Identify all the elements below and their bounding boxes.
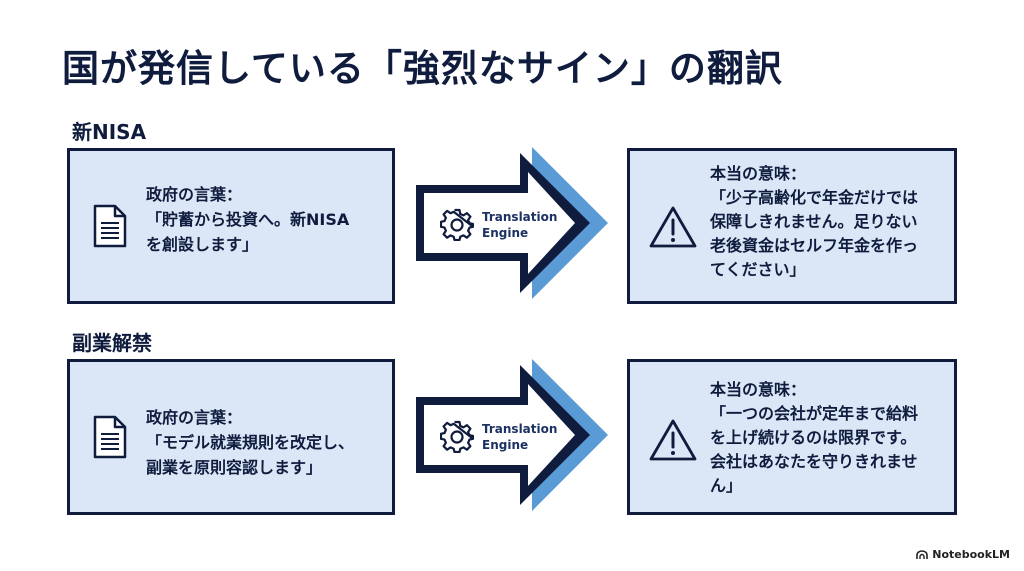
translation-arrow-nisa: Translation Engine: [410, 147, 615, 303]
document-icon: [93, 415, 127, 459]
true-meaning-line: ん」: [710, 476, 743, 495]
true-meaning-line: てください」: [710, 260, 806, 279]
government-words-line: 「モデル就業規則を改定し、: [146, 433, 355, 452]
notebooklm-brand: NotebookLM: [916, 548, 1010, 561]
government-words-line: 「貯蓄から投資へ。新NISA: [146, 210, 350, 229]
brand-label: NotebookLM: [932, 548, 1010, 561]
translation-arrow-side-job: Translation Engine: [410, 359, 615, 515]
government-words-heading: 政府の言葉：: [146, 408, 243, 427]
notebooklm-logo-icon: [916, 549, 929, 559]
government-words-box-side-job: 政府の言葉： 「モデル就業規則を改定し、 副業を原則容認します」: [67, 359, 395, 515]
warning-icon: [649, 206, 697, 248]
government-words-line: を創設します」: [146, 235, 259, 254]
true-meaning-heading: 本当の意味：: [710, 380, 807, 399]
true-meaning-box-side-job: 本当の意味： 「一つの会社が定年まで給料 を上げ続けるのは限界です。 会社はあな…: [627, 359, 957, 515]
slide-title: 国が発信している「強烈なサイン」の翻訳: [62, 47, 783, 90]
true-meaning-line: 「一つの会社が定年まで給料: [710, 404, 919, 423]
government-words-line: 副業を原則容認します」: [146, 458, 323, 477]
gear-icon: [440, 208, 474, 241]
government-words-box-nisa: 政府の言葉： 「貯蓄から投資へ。新NISA を創設します」: [67, 148, 395, 304]
true-meaning-box-nisa: 本当の意味： 「少子高齢化で年金だけでは 保障しきれません。足りない 老後資金は…: [627, 148, 957, 304]
true-meaning-line: 会社はあなたを守りきれませ: [710, 452, 918, 471]
engine-label-line: Engine: [482, 226, 529, 240]
engine-label-line: Engine: [482, 438, 529, 452]
warning-icon: [649, 419, 697, 461]
document-icon: [93, 204, 127, 248]
engine-label-line: Translation: [482, 422, 558, 436]
true-meaning-line: 老後資金はセルフ年金を作っ: [710, 236, 919, 255]
engine-label-line: Translation: [482, 210, 558, 224]
true-meaning-line: 保障しきれません。足りない: [710, 212, 918, 231]
true-meaning-heading: 本当の意味：: [710, 164, 807, 183]
true-meaning-line: 「少子高齢化で年金だけでは: [710, 188, 919, 207]
true-meaning-line: を上げ続けるのは限界です。: [710, 428, 917, 447]
section-label-side-job: 副業解禁: [72, 331, 152, 355]
government-words-heading: 政府の言葉：: [146, 185, 243, 204]
gear-icon: [440, 420, 474, 453]
section-label-nisa: 新NISA: [72, 120, 147, 144]
